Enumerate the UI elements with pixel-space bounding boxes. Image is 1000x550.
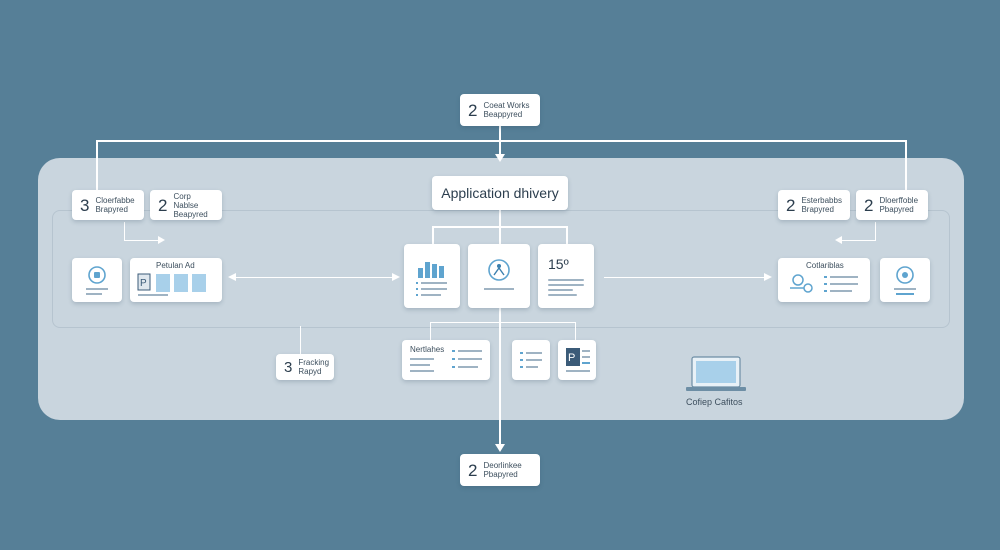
right-badge-2-number: 2 bbox=[864, 195, 874, 215]
left-badge-2[interactable]: 2 Corp Nablse Beapyred bbox=[150, 190, 222, 220]
network-icon bbox=[484, 259, 514, 290]
svg-text:P: P bbox=[140, 278, 147, 289]
arrowhead-center-left bbox=[392, 273, 400, 281]
left-badge-1-label: Cloerfabbe Brapyred bbox=[95, 196, 135, 214]
connector-left-badge-across bbox=[124, 240, 160, 241]
right-badge-1[interactable]: 2 Esterbabbs Brapyred bbox=[778, 190, 850, 220]
connector-branch-left bbox=[432, 226, 434, 244]
flow-icon bbox=[790, 274, 858, 293]
doc-icon: P bbox=[137, 273, 206, 296]
connector-right-arrow bbox=[604, 277, 764, 278]
lower-docs-card[interactable]: Nertlahes bbox=[402, 340, 490, 380]
right-gear-card[interactable] bbox=[880, 258, 930, 302]
doc-list-icon bbox=[410, 350, 482, 372]
monitor-icon[interactable] bbox=[684, 355, 754, 395]
left-badge-1[interactable]: 3 Cloerfabbe Brapyred bbox=[72, 190, 144, 220]
connector-left-badge-down bbox=[124, 222, 125, 240]
top-node-label: Coeat Works Beappyred bbox=[483, 101, 530, 119]
arrowhead-bottom bbox=[495, 444, 505, 452]
left-badge-2-number: 2 bbox=[158, 195, 168, 215]
center-network-card[interactable] bbox=[468, 244, 530, 308]
connector-title-branch bbox=[432, 226, 568, 228]
inner-row-frame bbox=[52, 210, 950, 328]
lower-doc-card[interactable]: P bbox=[558, 340, 596, 380]
connector-lower-right-drop bbox=[575, 322, 576, 340]
connector-lower-left-drop bbox=[430, 322, 431, 340]
center-stat-card[interactable]: 15º bbox=[538, 244, 594, 308]
gear-icon bbox=[894, 266, 916, 295]
top-node[interactable]: 2 Coeat Works Beappyred bbox=[460, 94, 540, 126]
lower-left-node-number: 3 bbox=[284, 358, 293, 376]
connector-branch-right bbox=[566, 226, 568, 244]
arrowhead-right-badge bbox=[835, 236, 842, 244]
arrowhead-right-group bbox=[764, 273, 772, 281]
connector-top-right-drop bbox=[905, 140, 907, 190]
right-group-label: Cotlariblas bbox=[806, 261, 844, 270]
connector-right-badge-across bbox=[840, 240, 876, 241]
lock-icon bbox=[86, 266, 108, 295]
connector-top-horizontal bbox=[96, 140, 906, 142]
center-stat: 15º bbox=[548, 256, 569, 272]
top-node-number: 2 bbox=[468, 100, 478, 120]
bar-chart-icon bbox=[416, 262, 447, 296]
arrowhead-top-center bbox=[495, 154, 505, 162]
arrowhead-left-badge bbox=[158, 236, 165, 244]
document-icon: P bbox=[566, 348, 590, 372]
left-badge-1-number: 3 bbox=[80, 195, 90, 215]
right-badge-2[interactable]: 2 Dloerffoble Pbapyred bbox=[856, 190, 928, 220]
center-title: Application dhivery bbox=[441, 185, 559, 201]
connector-top-left-drop bbox=[96, 140, 98, 190]
lower-left-node[interactable]: 3 Fracking Rapyd bbox=[276, 354, 334, 380]
lower-list-card[interactable] bbox=[512, 340, 550, 380]
left-badge-2-label: Corp Nablse Beapyred bbox=[173, 191, 208, 219]
connector-lower-branch bbox=[430, 322, 576, 323]
center-title-node[interactable]: Application dhivery bbox=[432, 176, 568, 210]
left-group-card[interactable]: Petulan Ad P bbox=[130, 258, 222, 302]
right-badge-1-number: 2 bbox=[786, 195, 796, 215]
list-icon bbox=[520, 352, 542, 368]
connector-lower-left-node bbox=[300, 326, 301, 354]
bottom-node-label: Deorlinkee Pbapyred bbox=[483, 461, 522, 479]
connector-right-badge-down bbox=[875, 222, 876, 240]
stat-line-1 bbox=[548, 279, 584, 281]
svg-text:P: P bbox=[568, 352, 575, 364]
center-stat-lines bbox=[548, 276, 584, 299]
lower-docs-label: Nertlahes bbox=[410, 345, 445, 354]
stat-line-4 bbox=[548, 294, 577, 296]
center-chart-card[interactable] bbox=[404, 244, 460, 308]
connector-center-vertical bbox=[499, 308, 501, 448]
bottom-node[interactable]: 2 Deorlinkee Pbapyred bbox=[460, 454, 540, 486]
stat-line-3 bbox=[548, 289, 574, 291]
arrowhead-left-group bbox=[228, 273, 236, 281]
left-group-label: Petulan Ad bbox=[156, 261, 195, 270]
connector-top-center bbox=[499, 126, 501, 158]
right-group-card[interactable]: Cotlariblas bbox=[778, 258, 870, 302]
bottom-node-number: 2 bbox=[468, 460, 478, 480]
stat-line-2 bbox=[548, 284, 584, 286]
right-badge-2-label: Dloerffoble Pbapyred bbox=[879, 196, 919, 214]
left-lock-card[interactable] bbox=[72, 258, 122, 302]
right-badge-1-label: Esterbabbs Brapyred bbox=[801, 196, 842, 214]
device-label: Cofiep Cafitos bbox=[686, 397, 743, 407]
connector-left-arrow bbox=[236, 277, 392, 278]
lower-left-node-label: Fracking Rapyd bbox=[298, 358, 330, 376]
